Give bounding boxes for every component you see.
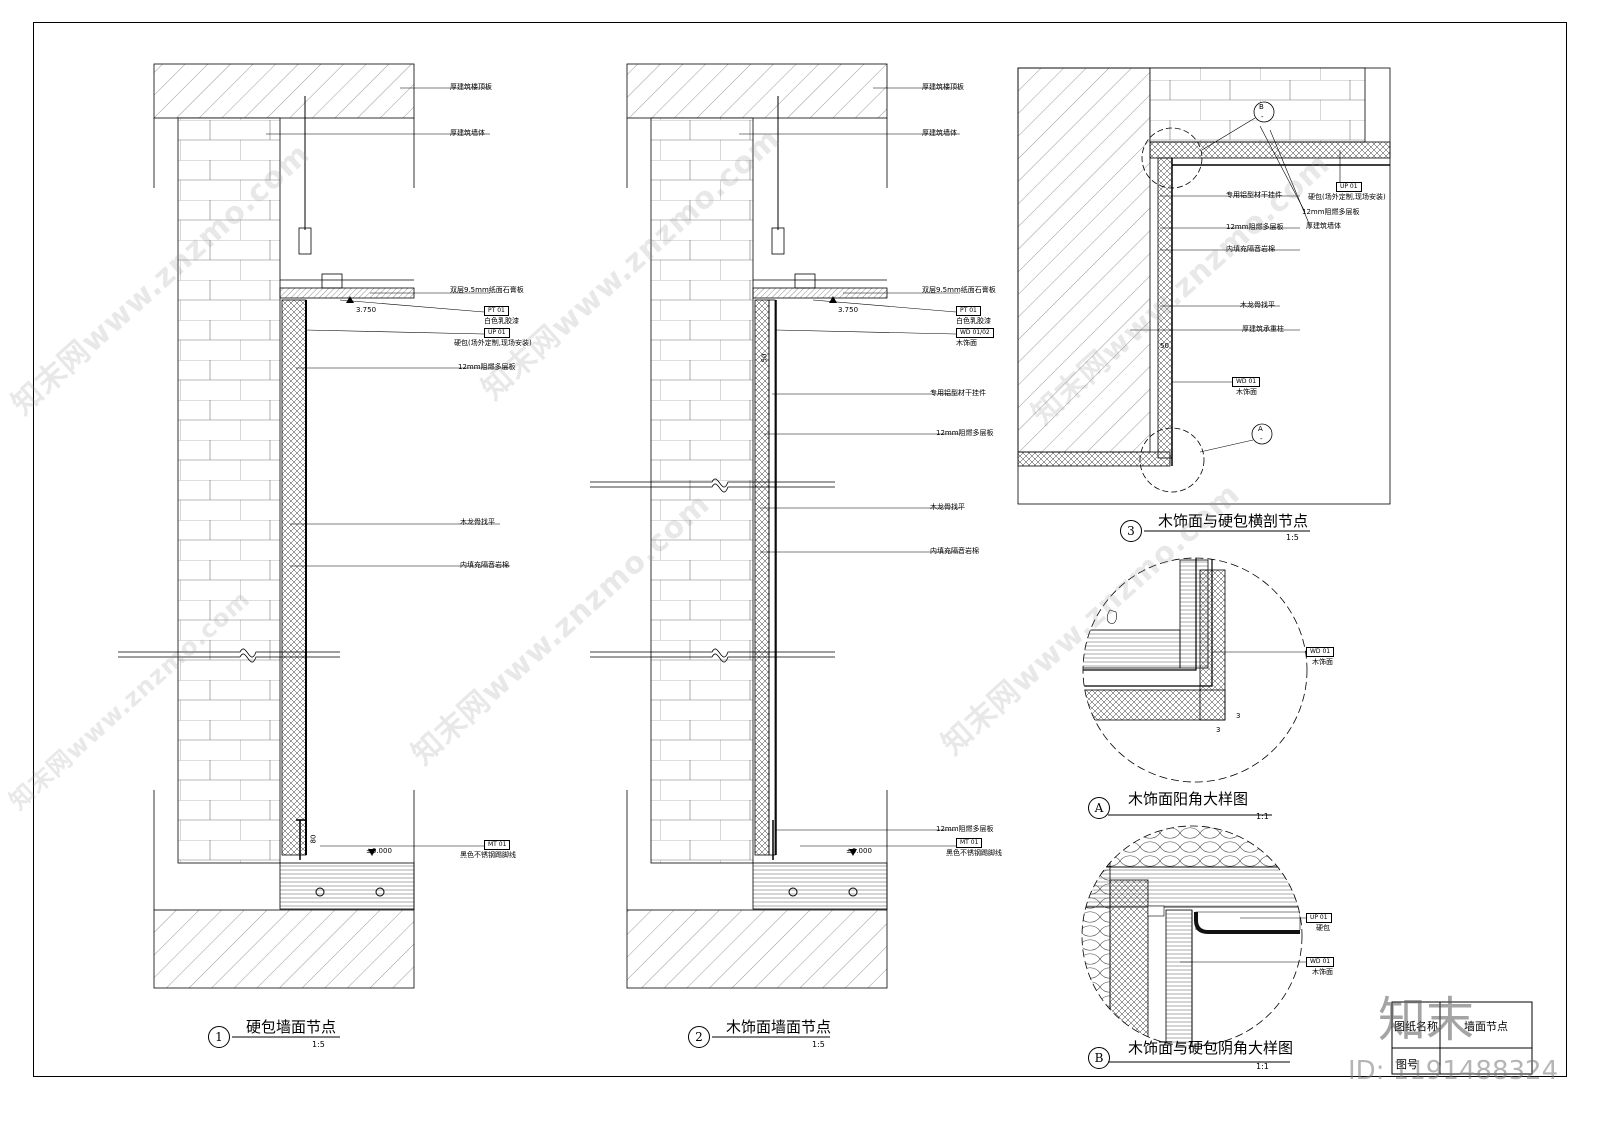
d3-scale: 1:5 (1286, 533, 1299, 542)
d3-label-column: 厚建筑承重柱 (1242, 325, 1284, 333)
d2-tag-mt: MT 01 (956, 838, 983, 848)
d3-label-wall-top: 厚建筑墙体 (1306, 222, 1341, 230)
dA-scale: 1:1 (1256, 812, 1269, 821)
watermark-brand: 知末 (1378, 992, 1475, 1048)
dB-title: 木饰面与硬包阴角大样图 (1128, 1039, 1294, 1057)
d1-tag-pt: PT 01 (484, 306, 509, 316)
d2-label-hanger: 专用铝型材干挂件 (930, 389, 986, 397)
d2-label-wall: 厚建筑墙体 (922, 129, 957, 137)
d1-label-wall: 厚建筑墙体 (450, 129, 485, 137)
detail-1-drawing (118, 63, 510, 989)
d2-level-floor: ±0.000 (846, 847, 872, 855)
d1-level-floor: ±0.000 (366, 847, 392, 855)
dB-scale: 1:1 (1256, 1062, 1269, 1071)
d3-label-keel: 木龙骨找平 (1240, 301, 1275, 309)
detail-3-drawing (1017, 67, 1391, 505)
sheet-frame (33, 22, 1567, 1077)
d1-label-gypsum: 双层9.5mm纸面石膏板 (450, 286, 524, 294)
d1-number-circle: 1 (208, 1026, 230, 1048)
d3-label-insulation: 内填充隔音岩棉 (1226, 245, 1275, 253)
d3-label-hanger: 专用铝型材干挂件 (1226, 191, 1282, 199)
d2-label-wd-desc: 木饰面 (956, 339, 977, 347)
d3-tag-up: UP 01 (1336, 182, 1362, 192)
dB-number-circle: B (1088, 1047, 1110, 1069)
d2-label-mt-desc: 黑色不锈钢踢脚线 (946, 849, 1002, 857)
d2-label-keel: 木龙骨找平 (930, 503, 965, 511)
dA-dim1: 3 (1216, 726, 1221, 734)
watermark-id: ID: 1191488324 (1348, 1056, 1559, 1086)
d3-label-wd-desc: 木饰面 (1236, 388, 1257, 396)
d2-level-top: 3.750 (838, 306, 859, 314)
title-block (1391, 1001, 1533, 1075)
d2-title: 木饰面墙面节点 (726, 1018, 832, 1036)
d1-label-mt-desc: 黑色不锈钢踢脚线 (460, 851, 516, 859)
d2-label-gypsum: 双层9.5mm纸面石膏板 (922, 286, 996, 294)
d2-label-slab: 厚建筑楼顶板 (922, 83, 964, 91)
d3-callout-b-sub: - (1261, 113, 1264, 121)
d2-label-insulation: 内填充隔音岩棉 (930, 547, 979, 555)
detail-2-drawing (590, 63, 960, 989)
d2-label-pt-desc: 白色乳胶漆 (956, 317, 991, 325)
dB-tag-up: UP 01 (1306, 913, 1332, 923)
d1-label-slab: 厚建筑楼顶板 (450, 83, 492, 91)
d3-callout-b: B (1259, 103, 1264, 111)
title-block-number-label: 图号 (1396, 1058, 1418, 1071)
d2-label-board2: 12mm阻燃多层板 (936, 825, 994, 833)
d1-dim: 80 (309, 834, 318, 844)
d2-dim: 50 (760, 353, 769, 363)
dA-tag-wd: WD 01 (1306, 647, 1335, 657)
d2-number-circle: 2 (688, 1026, 710, 1048)
dB-label-wd-desc: 木饰面 (1312, 968, 1333, 976)
title-block-name-label: 图纸名称 (1394, 1020, 1438, 1033)
d1-tag-mt: MT 01 (484, 840, 511, 850)
d1-tag-up: UP 01 (484, 328, 510, 338)
dA-label-wd-desc: 木饰面 (1312, 658, 1333, 666)
d3-tag-wd: WD 01 (1232, 377, 1261, 387)
dA-number-circle: A (1088, 797, 1110, 819)
d1-label-up-desc: 硬包(场外定制,现场安装) (454, 339, 532, 347)
dA-dim2: 3 (1236, 712, 1241, 720)
d2-scale: 1:5 (812, 1040, 825, 1049)
d1-label-keel: 木龙骨找平 (460, 518, 495, 526)
d3-number-circle: 3 (1120, 520, 1142, 542)
dB-label-up-desc: 硬包 (1316, 924, 1330, 932)
d3-callout-a: A (1258, 425, 1263, 433)
d1-label-pt-desc: 白色乳胶漆 (484, 317, 519, 325)
d2-tag-wd: WD 01/02 (956, 328, 994, 338)
d3-label-board: 12mm阻燃多层板 (1226, 223, 1284, 231)
d3-dim: 50 (1160, 342, 1169, 350)
d1-label-board: 12mm阻燃多层板 (458, 363, 516, 371)
title-block-name-value: 墙面节点 (1464, 1020, 1508, 1033)
d2-label-board: 12mm阻燃多层板 (936, 429, 994, 437)
d1-title: 硬包墙面节点 (246, 1018, 337, 1036)
title-underlines (232, 530, 1310, 1063)
detail-a-drawing (1082, 557, 1308, 783)
d3-title: 木饰面与硬包横剖节点 (1158, 512, 1309, 530)
d1-scale: 1:5 (312, 1040, 325, 1049)
d3-callout-a-sub: - (1260, 435, 1263, 443)
dA-title: 木饰面阳角大样图 (1128, 790, 1249, 808)
d1-label-insulation: 内填充隔音岩棉 (460, 561, 509, 569)
dB-tag-wd: WD 01 (1306, 957, 1335, 967)
d3-label-up-desc: 硬包(场外定制,现场安装) (1308, 193, 1386, 201)
d1-level-top: 3.750 (356, 306, 377, 314)
d3-label-board-top: 12mm阻燃多层板 (1302, 208, 1360, 216)
d2-tag-pt: PT 01 (956, 306, 981, 316)
